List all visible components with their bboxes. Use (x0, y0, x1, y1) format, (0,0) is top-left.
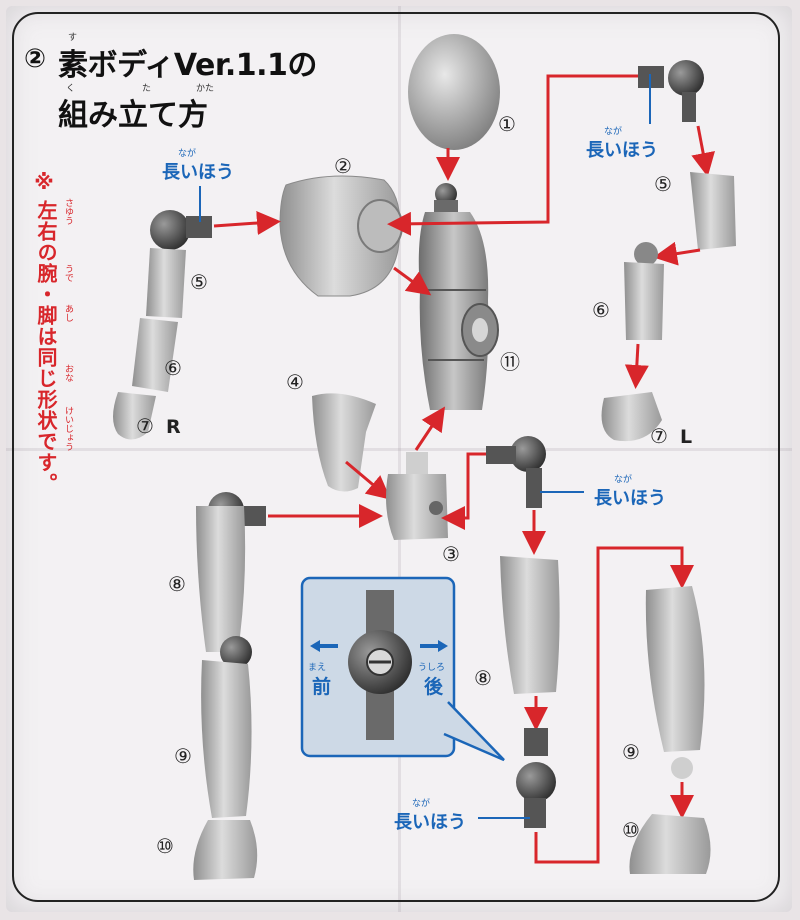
right-hand-marker: R (166, 416, 181, 438)
note-ruby-keijou: けいじょう (63, 406, 73, 451)
part-number-9-right: ⑨ (174, 744, 192, 768)
part-number-1: ① (498, 112, 516, 136)
part-6-right-forearm (132, 318, 178, 392)
left-elbow-joint (634, 242, 658, 266)
instruction-sheet (6, 6, 792, 912)
back-arrow-head (438, 640, 448, 652)
fold-line-vertical (398, 6, 401, 912)
arrow-left-hip-to-waist (441, 452, 486, 530)
part-number-4: ④ (286, 370, 304, 394)
part-9-left-shin (645, 586, 705, 752)
title-ruby-ku: く (66, 84, 76, 94)
left-hip-peg (486, 446, 516, 464)
arrow-left-upper-to-forearm (653, 241, 701, 266)
part-9-right-shin (201, 660, 252, 818)
note-ruby-sayuu: さゆう (63, 198, 73, 225)
part-10-right-foot (193, 820, 258, 880)
title-line-2: 組み立て方 (58, 98, 208, 133)
part-number-7-left: ⑦ (650, 424, 668, 448)
part-1-head (408, 34, 500, 150)
long-side-label-knee: 長いほう (394, 812, 466, 833)
part-number-3: ③ (442, 542, 460, 566)
note-mark: ※ (32, 170, 56, 195)
neck-joint (435, 183, 457, 205)
title-ruby-ta: た (142, 84, 152, 94)
part-number-6-right: ⑥ (164, 356, 182, 380)
front-ruby: まえ (308, 663, 327, 673)
part-number-8-right: ⑧ (168, 572, 186, 596)
part-number-8-left: ⑧ (474, 666, 492, 690)
note-ruby-ashi: あし (63, 304, 73, 322)
front-label: 前 (312, 676, 332, 698)
left-hip-ball (510, 436, 546, 472)
fold-line-horizontal (6, 448, 792, 451)
note-ruby-onaji: おな (63, 364, 73, 382)
front-arrow-head (310, 640, 320, 652)
part-7-left-hand (601, 392, 662, 442)
arrow-waist-to-torso (414, 406, 445, 451)
long-side-label-hip: 長いほう (594, 488, 666, 509)
part-number-6-left: ⑥ (592, 298, 610, 322)
long-side-label-left-arm: 長いほう (586, 140, 658, 161)
part-number-10-right: ⑩ (156, 834, 174, 858)
long-side-label-right-arm: 長いほう (162, 162, 234, 183)
title-circle-number: ② (24, 44, 47, 74)
torso-socket-core (472, 318, 488, 342)
part-number-5-right: ⑤ (190, 270, 208, 294)
part-4-belt-skirt (312, 393, 376, 492)
part-number-7-right: ⑦ (136, 414, 154, 438)
part-5-left-upper-arm (690, 172, 736, 250)
right-hip-peg (238, 506, 266, 526)
arrow-right-arm-to-chest (213, 211, 281, 236)
part-number-9-left: ⑨ (622, 740, 640, 764)
title-ruby-su: す (68, 33, 78, 43)
long-side-ruby-knee: なが (412, 799, 431, 809)
part-number-5-left: ⑤ (654, 172, 672, 196)
arrow-left-shoulder-to-chest (387, 74, 638, 236)
long-side-ruby-hip: なが (614, 475, 633, 485)
waist-hip-socket (429, 501, 443, 515)
note-text: 左右の腕・脚は同じ形状です。 (34, 200, 58, 494)
arrow-belt-to-waist (345, 460, 391, 500)
part-number-10-left: ⑩ (622, 818, 640, 842)
left-hip-stem (526, 468, 542, 508)
arrow-left-forearm-to-hand (624, 343, 649, 389)
part-3-waist (386, 474, 448, 540)
knee-joint-bottom (524, 798, 546, 828)
arrow-knee-to-shin (534, 546, 694, 864)
part-5-right-upper-arm (146, 248, 186, 318)
part-8-right-thigh (196, 506, 246, 652)
note-ruby-ude: うで (63, 264, 73, 282)
swivel-inset-pointer (443, 701, 505, 762)
ankle-joint (671, 757, 693, 779)
arrow-chest-to-torso (393, 266, 432, 296)
diagram-frame (12, 12, 780, 902)
long-side-ruby-left-arm: なが (604, 127, 623, 137)
back-ruby: うしろ (418, 663, 446, 673)
part-8-left-thigh (500, 556, 560, 694)
part-7-right-hand (113, 392, 156, 440)
part-number-2: ② (334, 154, 352, 178)
part-number-11: ⑪ (500, 350, 520, 374)
left-shoulder-ball (668, 60, 704, 96)
part-6-left-forearm (624, 262, 664, 340)
left-shoulder-stem (682, 92, 696, 122)
title-ruby-kata: かた (196, 84, 215, 94)
right-shoulder-peg (186, 216, 212, 238)
long-side-ruby-right-arm: なが (178, 149, 197, 159)
part-10-left-foot (629, 814, 711, 874)
knee-joint-top (524, 728, 548, 756)
chest-shoulder-socket (357, 199, 403, 253)
knee-joint-ball (516, 762, 556, 802)
left-hand-marker: L (680, 426, 693, 448)
waist-post (406, 452, 428, 478)
right-knee-joint (220, 636, 252, 668)
right-shoulder-ball (150, 210, 190, 250)
neck-base (434, 200, 458, 214)
back-label: 後 (424, 676, 444, 698)
title-line-1: 素ボディVer.1.1の (58, 48, 317, 83)
arrow-left-shoulder-to-upper-arm (691, 125, 715, 177)
